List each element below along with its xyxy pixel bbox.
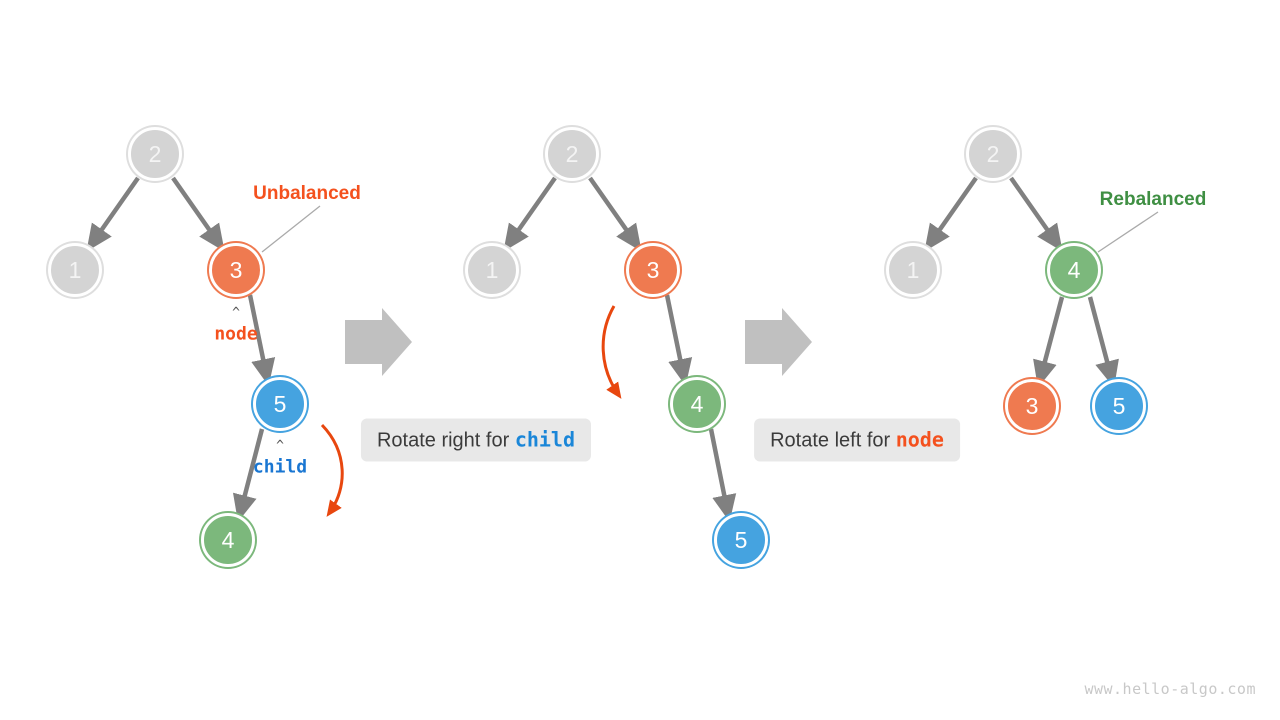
tree-node[interactable]: 1 — [886, 243, 940, 297]
tree-edges-after — [924, 176, 1119, 388]
var-label-node: node — [214, 323, 258, 345]
caption-rotate-right: Rotate right for child — [360, 418, 592, 462]
tree-node[interactable]: 4 — [201, 513, 255, 567]
step-arrow-2 — [745, 308, 812, 376]
tree-node[interactable]: 3 — [1005, 379, 1059, 433]
caption-variable: child — [514, 427, 576, 452]
var-label-child: child — [252, 456, 308, 478]
rotation-arrow-left — [601, 305, 622, 399]
caption-prefix: Rotate left for — [770, 429, 896, 452]
tree-node[interactable]: 2 — [966, 127, 1020, 181]
caret-node-pointer: ^ — [232, 305, 240, 321]
tree-node[interactable]: 5 — [714, 513, 768, 567]
callout-rebalanced: Rebalanced — [1099, 189, 1207, 210]
leader-line-unbalanced — [261, 205, 321, 253]
caret-child-pointer: ^ — [276, 438, 284, 454]
callout-unbalanced: Unbalanced — [253, 183, 361, 204]
tree-node[interactable]: 3 — [209, 243, 263, 297]
tree-node[interactable]: 1 — [465, 243, 519, 297]
tree-edges-before — [86, 176, 276, 522]
watermark: www.hello-algo.com — [1084, 680, 1256, 698]
tree-node[interactable]: 5 — [1092, 379, 1146, 433]
tree-node[interactable]: 2 — [545, 127, 599, 181]
tree-node[interactable]: 5 — [253, 377, 307, 431]
step-arrow-1 — [345, 308, 412, 376]
tree-node[interactable]: 4 — [1047, 243, 1101, 297]
tree-node[interactable]: 3 — [626, 243, 680, 297]
leader-line-rebalanced — [1097, 211, 1159, 253]
rotation-arrow-right — [320, 423, 344, 517]
caption-variable: node — [895, 427, 944, 452]
caption-rotate-left: Rotate left for node — [754, 418, 960, 462]
tree-edges-middle — [503, 176, 737, 522]
tree-node[interactable]: 1 — [48, 243, 102, 297]
tree-node[interactable]: 2 — [128, 127, 182, 181]
tree-node[interactable]: 4 — [670, 377, 724, 431]
caption-prefix: Rotate right for — [376, 429, 515, 452]
